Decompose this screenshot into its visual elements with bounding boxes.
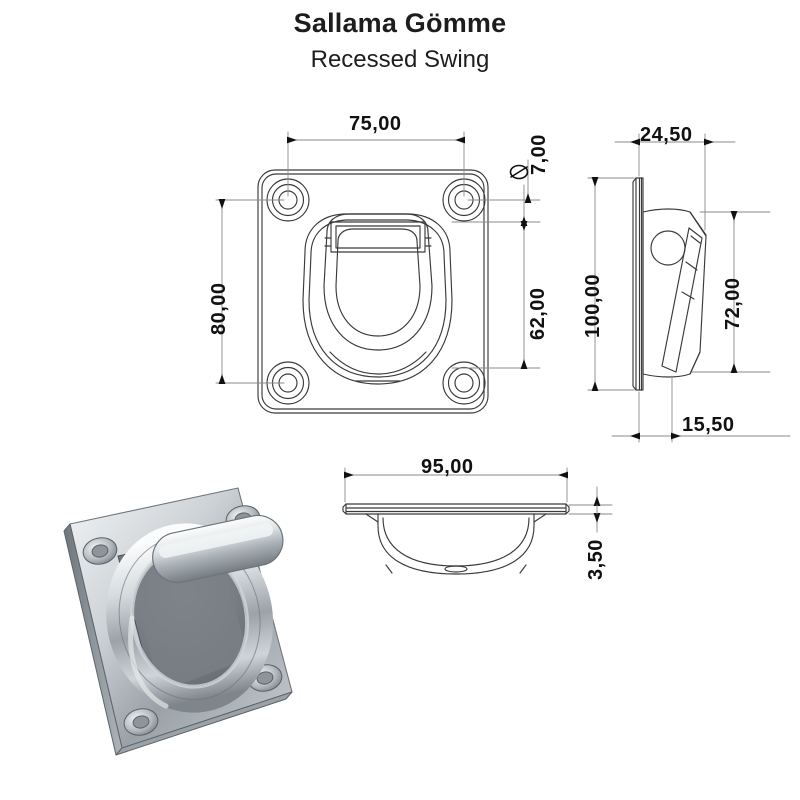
side-view-geometry [632,177,707,391]
diameter-symbol-icon [509,164,529,180]
dim-front-height: 80,00 [208,282,230,335]
dim-side-depth: 24,50 [640,124,693,146]
dim-bottom-width: 95,00 [421,456,474,478]
front-view-dimensions [215,131,541,384]
front-view-geometry [257,169,489,414]
side-view-dimensions [587,133,791,443]
dim-bottom-thickness: 3,50 [585,539,607,580]
dim-side-ring-height: 72,00 [722,277,744,330]
dim-front-hole-diameter: 7,00 [528,134,550,175]
page-subtitle: Recessed Swing [310,46,490,73]
page-title: Sallama Gömme [293,8,507,38]
dim-front-width: 75,00 [349,113,402,135]
bottom-view-geometry [342,503,570,575]
dim-front-ring-height: 62,00 [527,287,549,340]
dim-side-offset: 15,50 [682,414,735,436]
bottom-view-dimensions [344,467,613,533]
product-photo-geometry [63,487,293,756]
dim-side-plate-height: 100,00 [582,273,604,338]
